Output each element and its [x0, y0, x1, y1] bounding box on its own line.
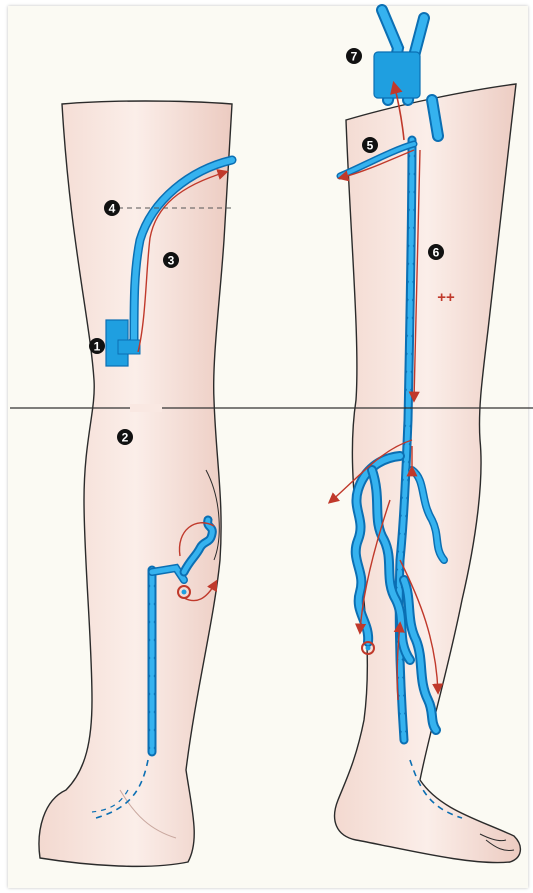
right-leg: [330, 10, 520, 863]
plus-annotation: ++: [437, 289, 455, 306]
svg-text:4: 4: [109, 202, 116, 216]
marker-6: 6: [428, 244, 444, 260]
svg-text:2: 2: [122, 431, 129, 445]
marker-1: 1: [89, 338, 105, 354]
marker-7: 7: [346, 48, 362, 64]
left-leg-skin: [39, 101, 232, 866]
svg-text:7: 7: [351, 50, 358, 64]
marker-5: 5: [362, 137, 378, 153]
svg-text:5: 5: [367, 139, 374, 153]
left-leg: [39, 101, 232, 866]
svg-text:3: 3: [168, 254, 175, 268]
svg-text:1: 1: [94, 340, 101, 354]
right-femoral-junction: [374, 52, 420, 98]
svg-text:6: 6: [433, 246, 440, 260]
marker-3: 3: [163, 252, 179, 268]
marker-4: 4: [104, 200, 120, 216]
marker-2: 2: [117, 429, 133, 445]
